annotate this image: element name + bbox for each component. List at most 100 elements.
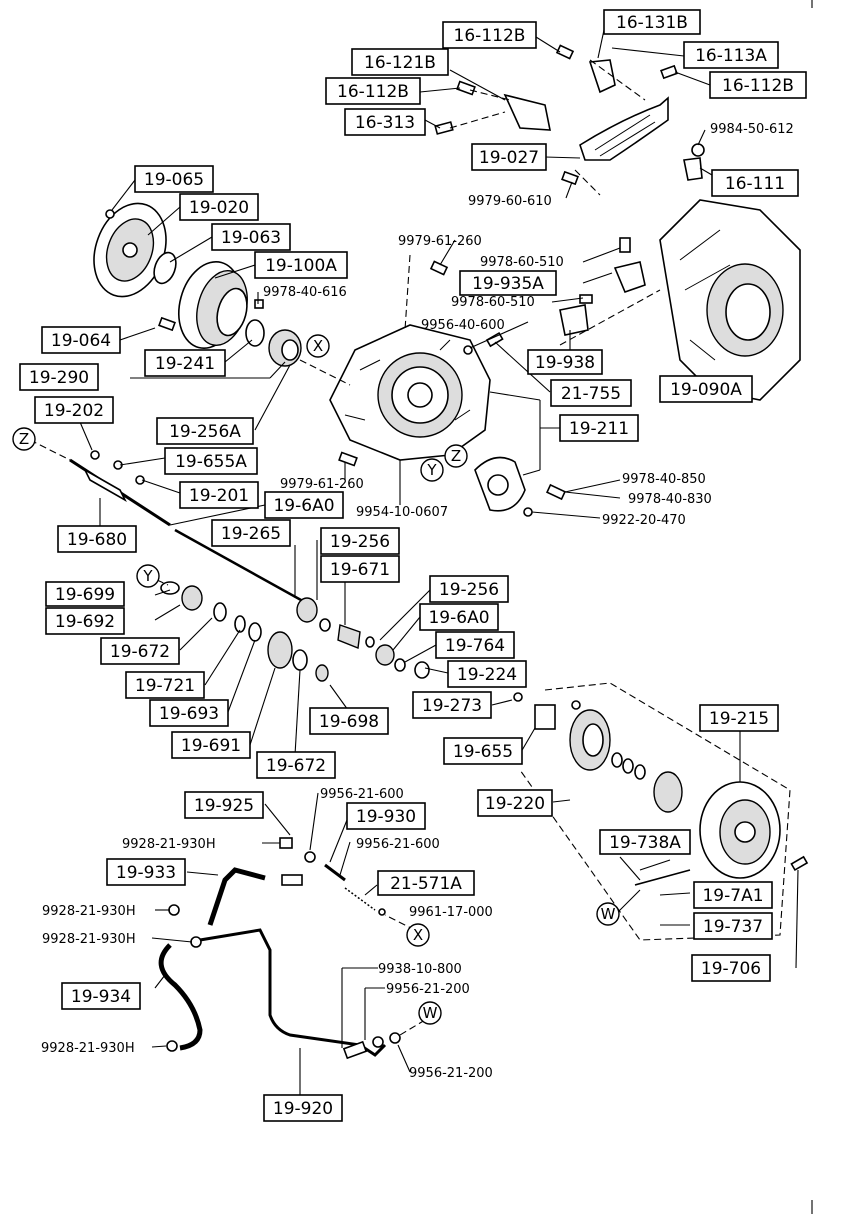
label-frame [211,519,291,547]
label-frame [164,447,258,475]
part-label-box: 19-738A [599,829,691,855]
flywheel-drive-plate [93,202,177,298]
label-frame [550,379,632,407]
label-frame [683,41,779,69]
marker-circle [444,444,468,468]
reference-marker: W [596,902,620,926]
label-frame [693,881,773,909]
part-label-box: 19-224 [447,660,527,688]
label-frame [559,414,639,442]
part-number: 19-655 [453,742,513,762]
label-frame [699,704,779,732]
part-number: 19-672 [110,642,170,662]
part-label-box: 16-112B [442,21,537,49]
part-label-box: 19-6A0 [264,491,344,519]
marker-letter: X [313,337,323,355]
hardware-part-number: 9938-10-800 [378,962,462,977]
part-label-box: 19-655A [164,447,258,475]
label-frame [351,48,449,76]
label-frame [603,9,701,35]
label-frame [659,375,753,403]
part-number: 19-6A0 [428,608,489,628]
part-label-box: 21-571A [377,870,475,896]
part-label-box: 19-090A [659,375,753,403]
part-label-box: 19-930 [346,802,426,830]
part-number: 19-699 [55,585,115,605]
hardware-part-number: 9978-60-510 [451,295,535,310]
marker-letter: W [423,1004,438,1022]
part-number: 19-693 [159,704,219,724]
part-number: 16-113A [695,46,767,66]
marker-circle [306,334,330,358]
part-number: 19-680 [67,530,127,550]
part-label-box: 19-265 [211,519,291,547]
part-number: 19-933 [116,863,176,883]
part-label-box: 19-933 [106,858,186,886]
part-label-box: 19-693 [149,699,229,727]
part-label-box: 19-692 [45,607,125,635]
part-label-box: 19-655 [443,737,523,765]
part-label-box: 21-755 [550,379,632,407]
oil-pan-bracket-assembly [434,44,705,196]
label-frame [144,349,226,377]
part-number: 19-930 [356,807,416,827]
label-frame [149,699,229,727]
part-number: 19-215 [709,709,769,729]
part-number: 19-273 [422,696,482,716]
part-label-box: 16-313 [344,108,426,136]
hardware-part-number: 9928-21-930H [41,1041,135,1056]
label-frame [442,21,537,49]
label-frame [106,858,186,886]
part-number: 19-938 [535,353,595,373]
label-frame [443,737,523,765]
part-label-box: 16-111 [711,169,799,197]
label-frame [41,326,121,354]
part-number: 19-6A0 [273,496,334,516]
marker-letter: Y [426,461,437,479]
part-label-box: 19-672 [100,637,180,665]
hardware-part-number: 9956-21-600 [320,787,404,802]
marker-circle [418,1001,442,1025]
input-shaft-group [69,450,311,607]
hardware-part-number: 9978-40-850 [622,472,706,487]
hardware-part-number: 9979-61-260 [398,234,482,249]
hardware-part-number: 9956-21-200 [386,982,470,997]
part-number: 19-692 [55,612,115,632]
part-number: 19-706 [701,959,761,979]
part-number: 19-935A [472,274,544,294]
part-number: 21-571A [390,874,462,894]
reference-marker: Y [420,458,444,482]
label-frame [527,349,603,375]
label-frame [134,165,214,193]
part-label-box: 19-241 [144,349,226,377]
part-label-box: 19-938 [527,349,603,375]
part-number: 19-256 [439,580,499,600]
part-number: 19-265 [221,524,281,544]
part-number: 16-131B [616,13,688,33]
oil-cooler-pipes [158,837,401,1060]
marker-letter: X [413,926,423,944]
part-label-box: 19-064 [41,326,121,354]
part-number: 19-691 [181,736,241,756]
part-label-box: 19-925 [184,791,264,819]
part-number: 19-027 [479,148,539,168]
part-number: 19-063 [221,228,281,248]
hardware-part-number: 9922-20-470 [602,513,686,528]
part-label-box: 19-698 [309,707,389,735]
label-frame [693,912,773,940]
part-label-box: 19-027 [471,143,547,171]
label-frame [477,789,553,817]
part-label-box: 19-220 [477,789,553,817]
part-number: 19-672 [266,756,326,776]
reference-marker: Z [12,427,36,451]
part-number: 19-737 [703,917,763,937]
label-frame [377,870,475,896]
part-label-box: 19-934 [61,982,141,1010]
reference-marker: X [306,334,330,358]
part-number: 19-764 [445,636,505,656]
part-label-box: 19-256A [156,417,254,445]
part-label-box: 16-112B [709,71,807,99]
label-frame [320,555,400,583]
